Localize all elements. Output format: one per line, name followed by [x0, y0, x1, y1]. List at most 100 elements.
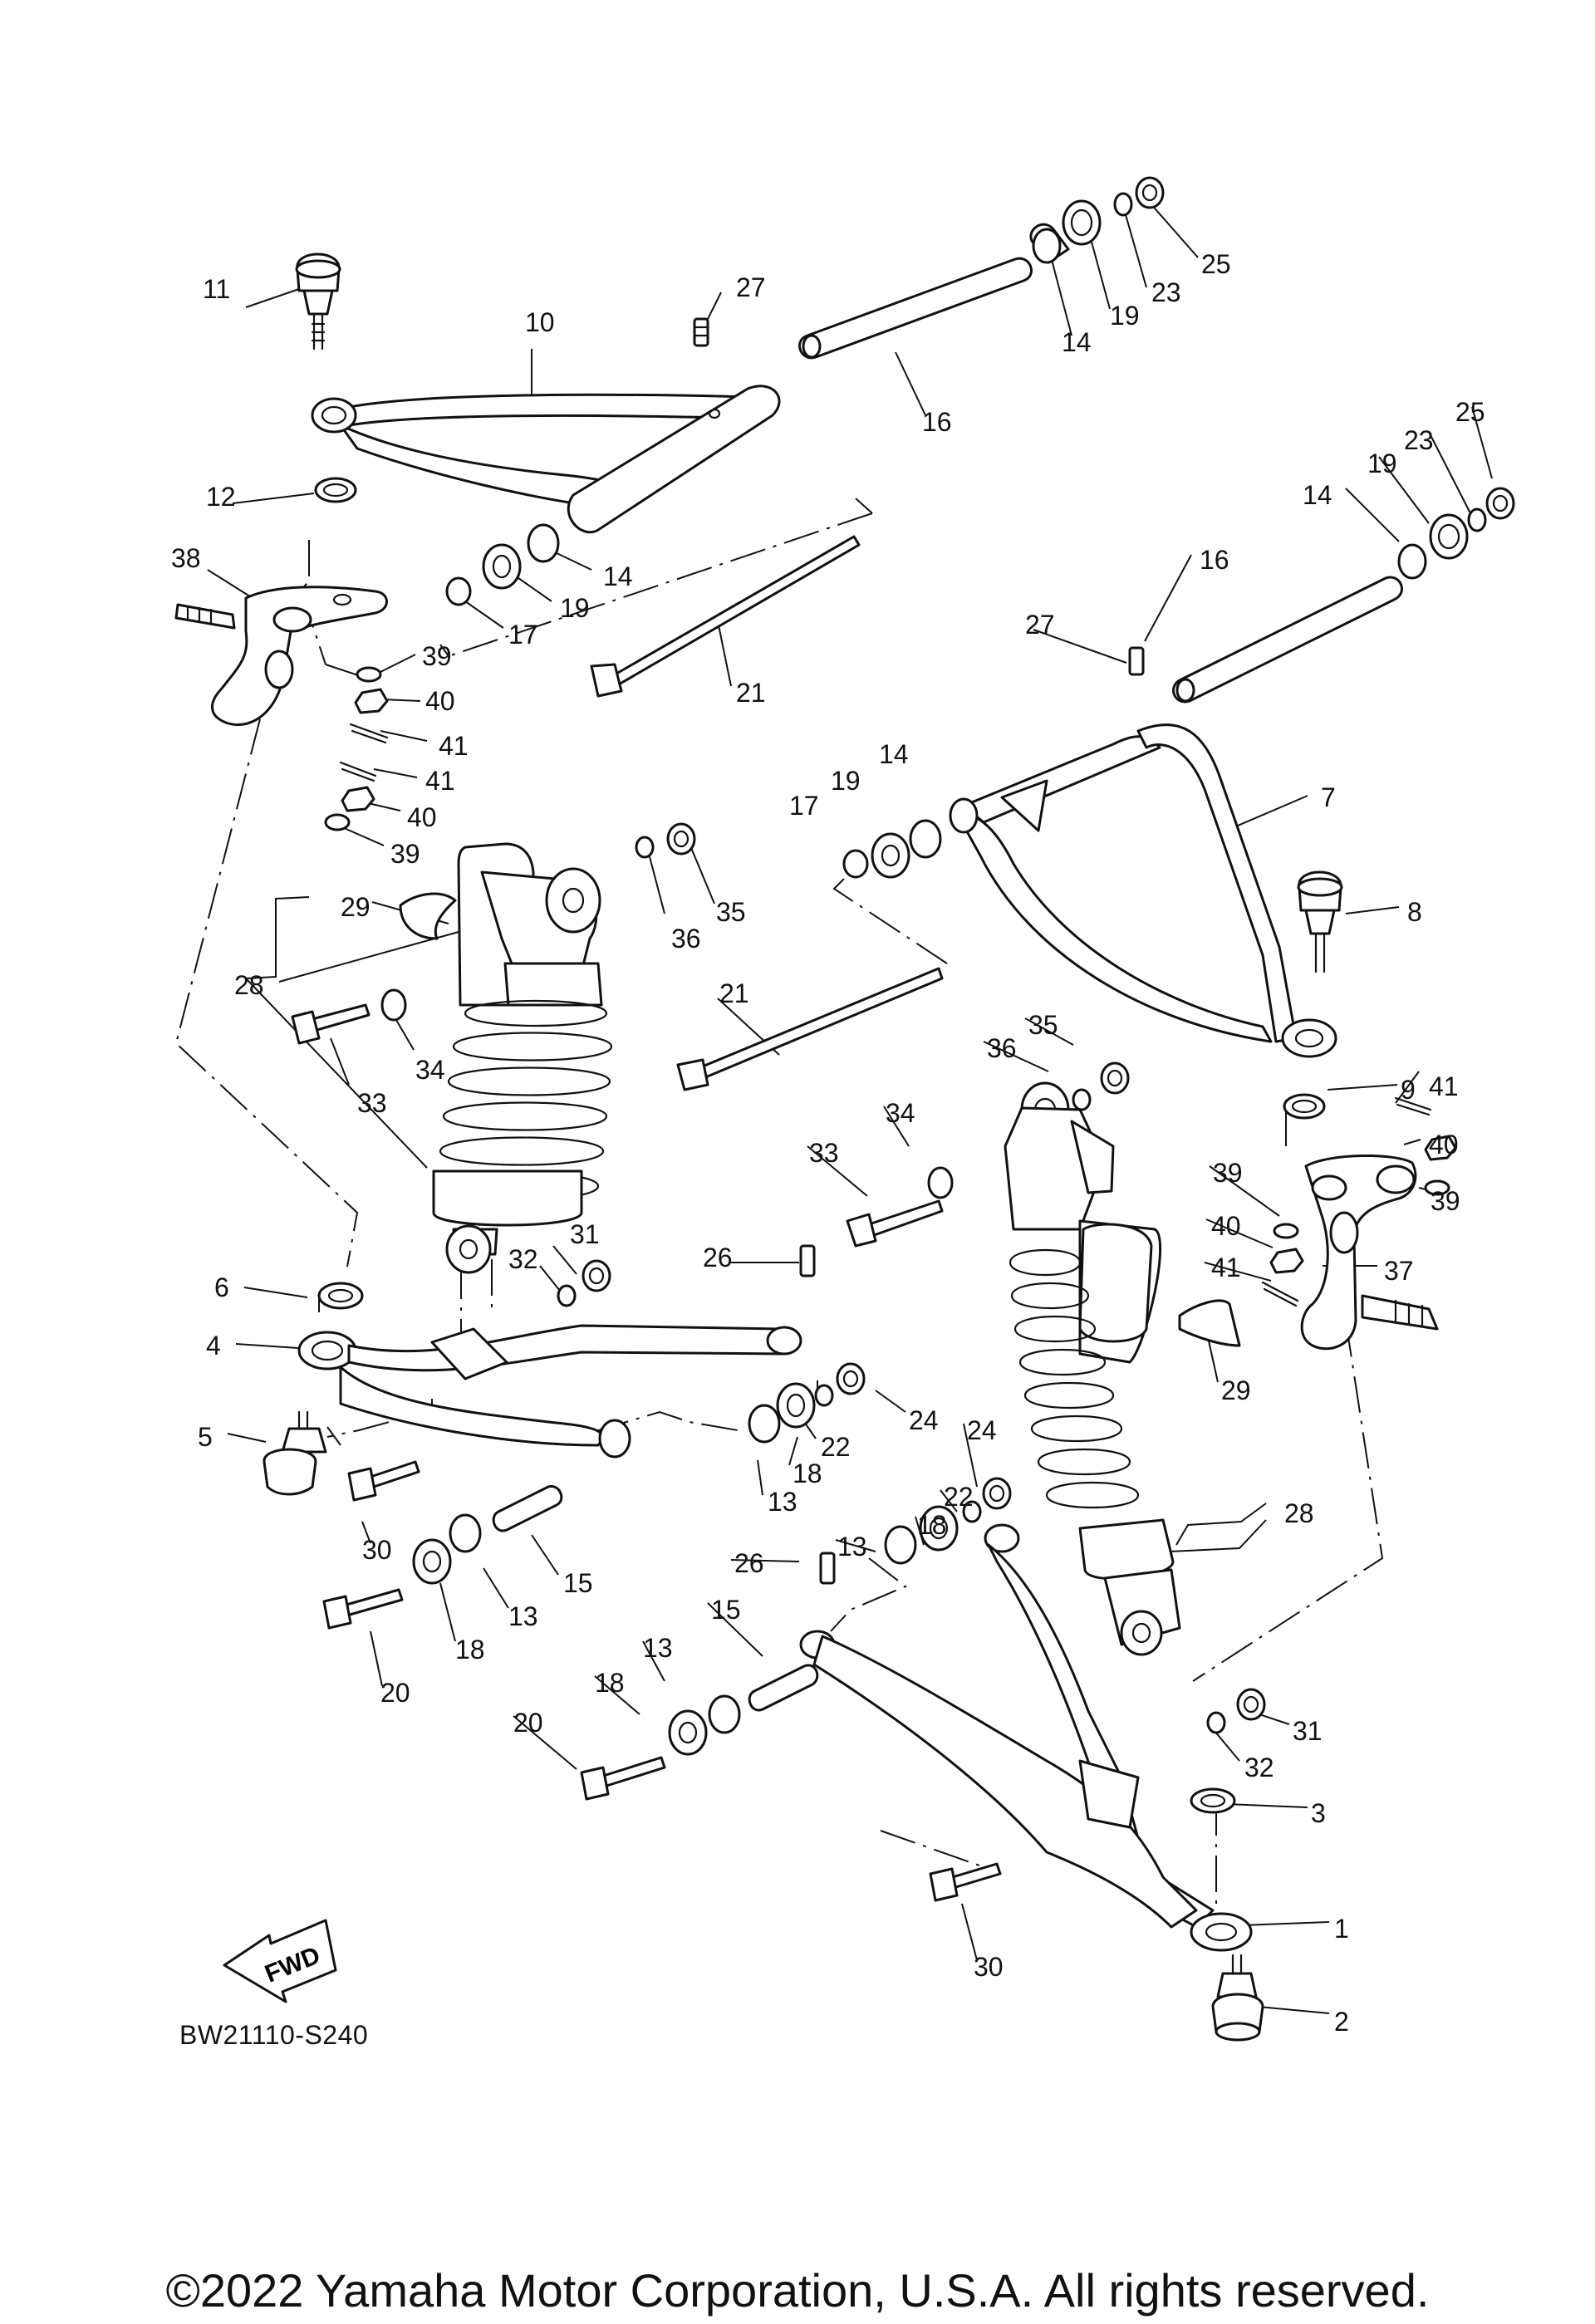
callout-28: 28 [234, 970, 264, 1000]
copyright-notice: ©2022 Yamaha Motor Corporation, U.S.A. A… [165, 2264, 1430, 2317]
hardware-39-40-41-left [324, 666, 389, 831]
callout-27: 27 [736, 272, 766, 302]
collar-16-upper [798, 257, 1033, 360]
callout-34: 34 [415, 1055, 445, 1085]
bolt-21-middle [676, 967, 944, 1091]
callout-9: 9 [1401, 1075, 1416, 1105]
circlip-3 [1190, 1787, 1236, 1814]
callout-40: 40 [407, 802, 437, 832]
callout-38: 38 [171, 543, 201, 573]
callout-26: 26 [734, 1548, 764, 1578]
grease-nipple-27-upper [693, 317, 709, 347]
callout-13: 13 [643, 1633, 673, 1663]
callout-25: 25 [1201, 249, 1231, 279]
upper-arm-7 [949, 723, 1337, 1058]
bushing-set-right-2 [1397, 487, 1515, 580]
callout-21: 21 [719, 978, 749, 1008]
callout-24: 24 [967, 1415, 997, 1445]
circlip-9 [1283, 1093, 1326, 1120]
upper-arm-10 [311, 385, 781, 534]
callout-29: 29 [1221, 1375, 1251, 1405]
callout-20: 20 [380, 1678, 410, 1708]
callout-35: 35 [716, 897, 746, 927]
callout-30: 30 [362, 1535, 392, 1565]
callout-36: 36 [671, 924, 701, 954]
callout-31: 31 [570, 1219, 600, 1249]
ball-joint-2 [1211, 1954, 1264, 2042]
callout-28: 28 [1284, 1498, 1314, 1528]
callout-12: 12 [206, 482, 236, 512]
callout-23: 23 [1151, 277, 1181, 307]
callout-16: 16 [922, 407, 952, 437]
nut-31-washer-32-left [557, 1259, 611, 1307]
nut-31-washer-32-right [1206, 1688, 1266, 1734]
callout-32: 32 [1244, 1753, 1274, 1782]
bushing-set-upper-left [445, 523, 560, 606]
callout-15: 15 [711, 1595, 741, 1625]
callout-39: 39 [422, 641, 452, 671]
nut-35-washer-36-right [1072, 1061, 1130, 1111]
callout-18: 18 [917, 1510, 947, 1540]
ball-joint-5 [263, 1410, 327, 1496]
bushing-set-lower-middle [748, 1362, 866, 1444]
callout-5: 5 [198, 1422, 213, 1452]
callout-21: 21 [736, 678, 766, 708]
forward-arrow-icon: FWD [223, 1919, 337, 2003]
callout-10: 10 [525, 307, 555, 337]
bushing-set-lower-right [884, 1477, 1012, 1565]
steering-knuckle-37 [1300, 1155, 1439, 1351]
callout-40: 40 [1211, 1211, 1241, 1241]
ball-joint-8 [1297, 870, 1343, 973]
callout-33: 33 [809, 1138, 839, 1168]
callout-1: 1 [1334, 1914, 1349, 1944]
callout-39: 39 [1431, 1186, 1460, 1216]
callout-30: 30 [974, 1952, 1004, 1982]
bolt-33-right [846, 1166, 954, 1248]
boot-29-right [1178, 1299, 1241, 1347]
callout-24: 24 [909, 1405, 939, 1435]
callout-19: 19 [560, 593, 590, 623]
boot-29-left [399, 892, 457, 940]
callout-22: 22 [821, 1432, 851, 1462]
callout-31: 31 [1293, 1716, 1323, 1746]
callout-3: 3 [1311, 1798, 1326, 1828]
callout-29: 29 [341, 892, 371, 922]
bushing-set-lower-left [322, 1485, 563, 1630]
bushing-set-upper-right [1029, 176, 1165, 264]
callout-14: 14 [879, 739, 909, 769]
ball-joint-11 [295, 253, 341, 351]
steering-knuckle-38 [174, 586, 388, 727]
callout-27: 27 [1025, 610, 1055, 640]
shock-absorber-28-left [432, 842, 613, 1274]
callout-14: 14 [603, 561, 633, 591]
diagram-code: BW21110-S240 [179, 2020, 369, 2050]
callout-18: 18 [793, 1459, 822, 1488]
callout-20: 20 [513, 1708, 543, 1738]
bolt-33-left [291, 988, 407, 1045]
callout-39: 39 [390, 839, 420, 869]
callout-4: 4 [206, 1331, 221, 1361]
callout-17: 17 [789, 791, 819, 821]
callout-36: 36 [987, 1033, 1017, 1063]
callout-18: 18 [455, 1635, 485, 1665]
bolt-21-upper [590, 535, 861, 698]
callout-16: 16 [1200, 545, 1229, 575]
callout-37: 37 [1384, 1256, 1414, 1286]
circlip-12 [314, 477, 357, 503]
callout-41: 41 [1429, 1071, 1459, 1101]
callout-26: 26 [703, 1243, 733, 1272]
callout-25: 25 [1455, 397, 1485, 427]
collar-16-middle [1172, 576, 1403, 704]
grease-nipple-27-middle [1128, 646, 1145, 676]
bolt-30-right [929, 1862, 1002, 1902]
callout-14: 14 [1303, 480, 1332, 510]
callout-34: 34 [886, 1098, 915, 1128]
callout-13: 13 [508, 1601, 538, 1631]
callout-7: 7 [1321, 782, 1336, 812]
bolt-30-left [347, 1460, 420, 1502]
shock-absorber-28-right [1004, 1081, 1181, 1656]
callout-23: 23 [1404, 425, 1434, 455]
callout-19: 19 [1110, 301, 1140, 331]
callout-18: 18 [595, 1668, 625, 1698]
